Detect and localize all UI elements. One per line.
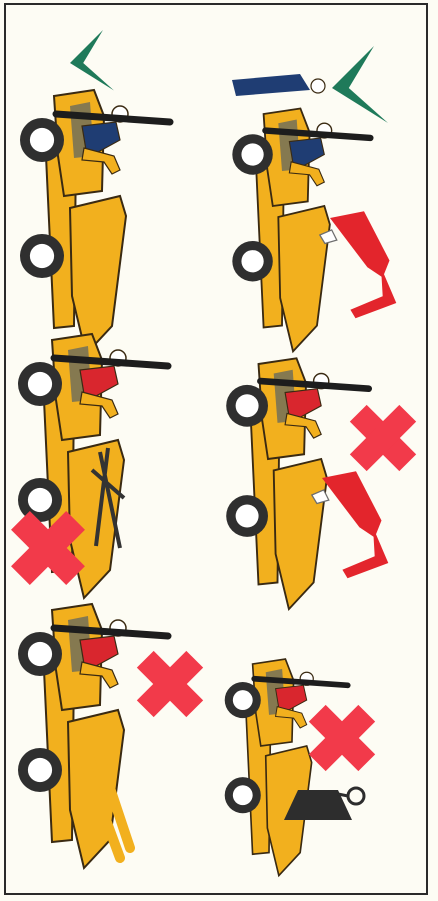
operator-lying [232,74,310,96]
excavator-bucket [322,471,382,537]
operator-body [285,389,321,418]
tick-mark [70,30,114,91]
dumper-skip [274,459,327,609]
tyre-hub [28,488,52,512]
tyre-hub [233,785,253,805]
tyre-hub [241,143,263,165]
dumper-skip [278,206,330,351]
operator-body [80,636,118,666]
site-dumper [20,90,170,354]
operator-body [289,138,324,166]
tyre-hub [28,758,52,782]
tyre-hub [28,642,52,666]
tyre-hub [241,250,263,272]
excavator-boom [342,527,388,578]
tyre-hub [28,372,52,396]
operator-body [276,685,307,710]
cross-mark [334,389,433,488]
weight-hook [348,788,364,804]
dumper-skip [70,196,126,354]
excavator-boom [350,267,396,318]
excavator-arm [320,211,397,318]
weight-rope [338,794,348,796]
operator-body [80,366,118,396]
tick-mark [332,46,388,123]
tyre-hub [233,690,253,710]
tyre-hub [30,128,54,152]
operator-helmet [311,79,325,93]
site-dumper [18,604,168,868]
tyre-hub [236,394,259,417]
operator-body [82,122,120,152]
cross-mark [121,635,220,734]
excavator-bucket [330,211,390,277]
tyre-hub [30,244,54,268]
tyre-hub [236,505,259,528]
